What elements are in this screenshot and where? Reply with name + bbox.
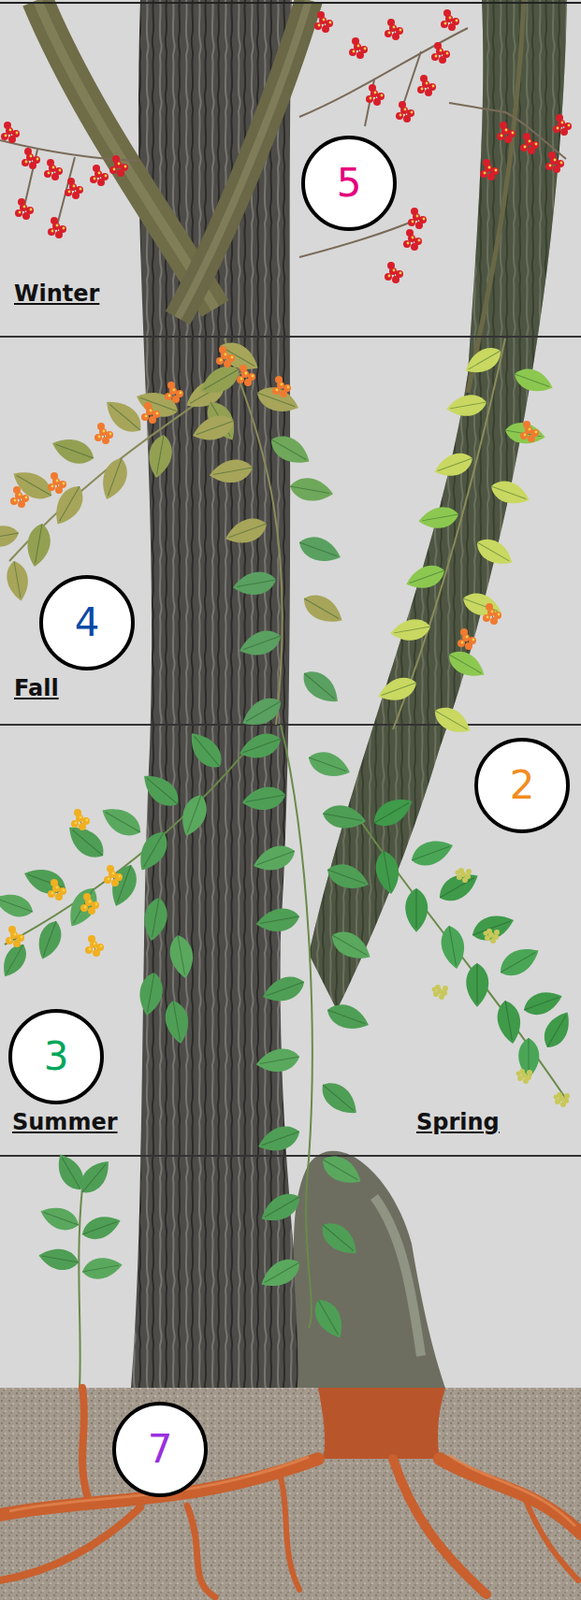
season-label: Fall bbox=[12, 675, 61, 703]
callout-number: 4 bbox=[38, 574, 136, 672]
callout-number: 7 bbox=[111, 1401, 209, 1499]
callout-circle: 7 bbox=[111, 1401, 209, 1499]
season-label: Spring bbox=[414, 1109, 502, 1137]
callout-circle: 3 bbox=[7, 1008, 105, 1106]
callout-circle: 5 bbox=[300, 134, 398, 233]
callout-number: 3 bbox=[7, 1008, 105, 1106]
callout-number: 5 bbox=[300, 134, 398, 233]
callout-circle: 2 bbox=[473, 737, 571, 835]
season-label: Winter bbox=[12, 280, 102, 308]
season-label: Summer bbox=[10, 1109, 120, 1137]
callout-number: 2 bbox=[473, 737, 571, 835]
callout-circle: 4 bbox=[38, 574, 136, 672]
